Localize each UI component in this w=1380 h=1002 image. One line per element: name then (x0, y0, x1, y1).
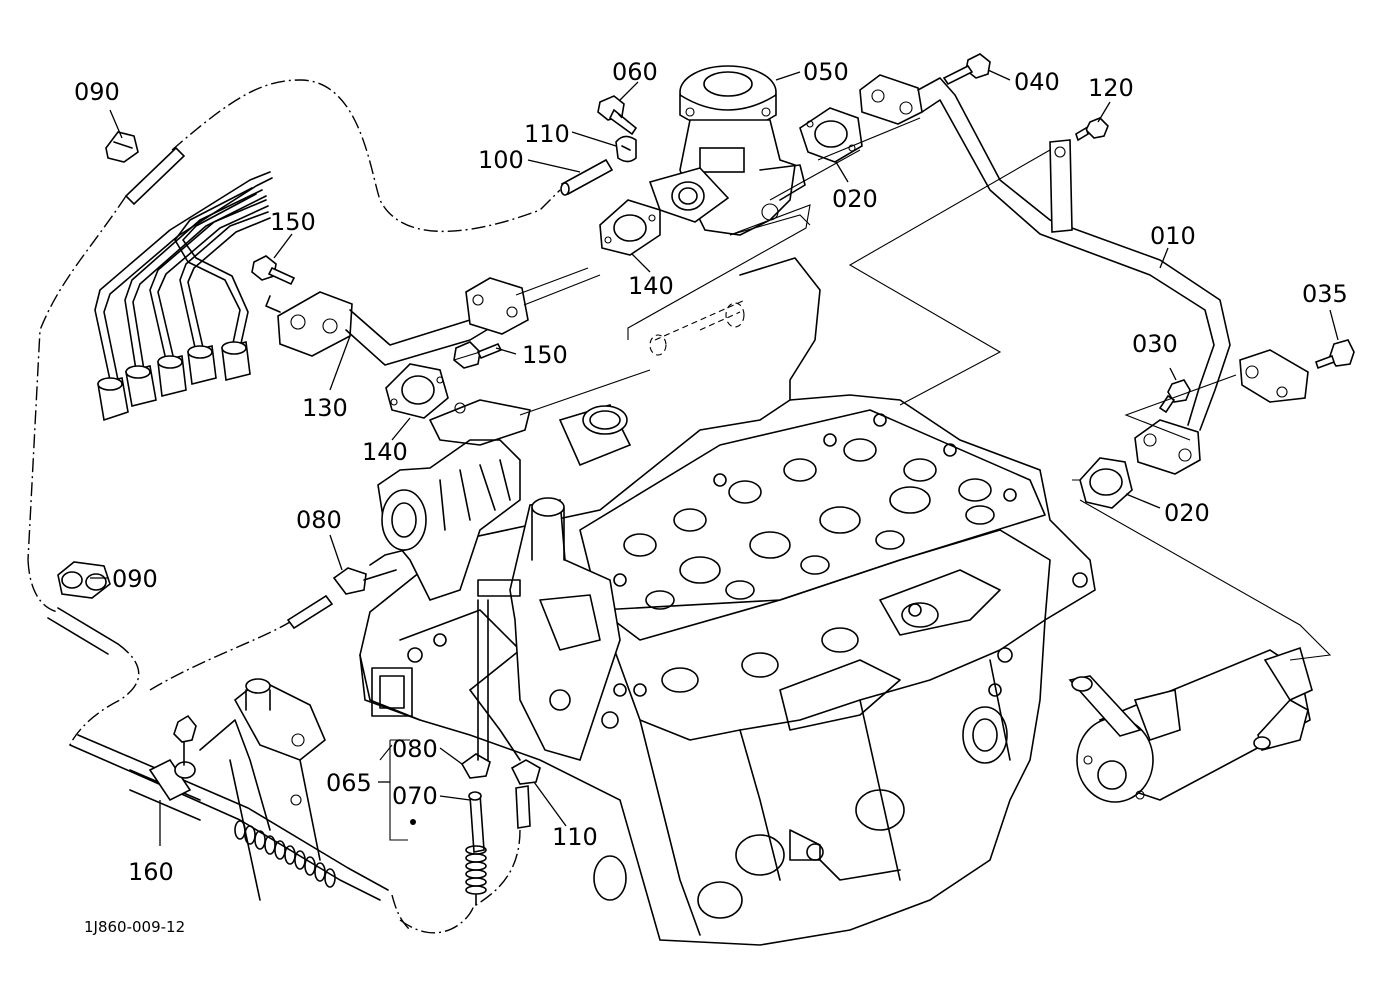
egr-pipe-010 (859, 74, 1309, 475)
callout-020-lower: 020 (1164, 499, 1210, 527)
bolt-060 (597, 95, 638, 136)
cable-assembly-160 (69, 678, 389, 901)
callout-120: 120 (1088, 74, 1134, 102)
callout-030: 030 (1132, 330, 1178, 358)
clip-090-lower (47, 561, 119, 655)
water-hose-stub (558, 404, 632, 467)
gasket-140-upper (599, 199, 661, 256)
callout-150-center: 150 (522, 341, 568, 369)
callout-150-left: 150 (270, 208, 316, 236)
callout-010: 010 (1150, 222, 1196, 250)
callout-070: 070 (392, 782, 438, 810)
clip-090-upper (105, 131, 186, 206)
callout-020-upper: 020 (832, 185, 878, 213)
clamp-080-lower (460, 753, 491, 779)
callout-035: 035 (1302, 280, 1348, 308)
bolt-040 (942, 53, 991, 86)
injection-pipes (94, 171, 273, 422)
thermostat-housing (509, 497, 647, 761)
gasket-140-lower (385, 363, 449, 419)
callouts: 090 090 060 050 040 120 110 100 020 010 … (74, 58, 1348, 936)
alignment-lines (379, 117, 1332, 841)
egr-valve (648, 65, 811, 236)
bolt-150-left (251, 255, 296, 286)
callout-060: 060 (612, 58, 658, 86)
callout-110-upper: 110 (524, 120, 570, 148)
bolt-035 (1314, 339, 1355, 370)
egr-cooler-housing (369, 399, 531, 601)
bolt-120 (1075, 117, 1109, 142)
callout-110-lower: 110 (552, 823, 598, 851)
throttle-rod-070 (465, 791, 487, 906)
drawing-reference-code: 1J860-009-12 (84, 918, 185, 936)
bolt-030 (1158, 379, 1191, 414)
gasket-020-lower (1079, 457, 1133, 509)
clamp-080-upper (286, 567, 397, 630)
callout-080-lower: 080 (392, 735, 438, 763)
bolt-150-center (453, 341, 503, 369)
callout-090-lower: 090 (112, 565, 158, 593)
callout-160: 160 (128, 858, 174, 886)
callout-090-upper: 090 (74, 78, 120, 106)
callout-130: 130 (302, 394, 348, 422)
cylinder-head-assembly (359, 257, 1096, 946)
hose-clamp-110-upper (615, 135, 637, 163)
routing-lines (27, 79, 561, 934)
leader-lines (90, 69, 1339, 846)
callout-050: 050 (803, 58, 849, 86)
egr-cooler (1068, 646, 1313, 803)
egr-pipe-130 (265, 277, 529, 366)
callout-100: 100 (478, 146, 524, 174)
clamp-110-lower (510, 759, 541, 829)
callout-065: 065 (326, 769, 372, 797)
callout-080-upper: 080 (296, 506, 342, 534)
callout-040: 040 (1014, 68, 1060, 96)
cable-spring (234, 820, 336, 888)
callout-140-lower: 140 (362, 438, 408, 466)
callout-140-upper: 140 (628, 272, 674, 300)
